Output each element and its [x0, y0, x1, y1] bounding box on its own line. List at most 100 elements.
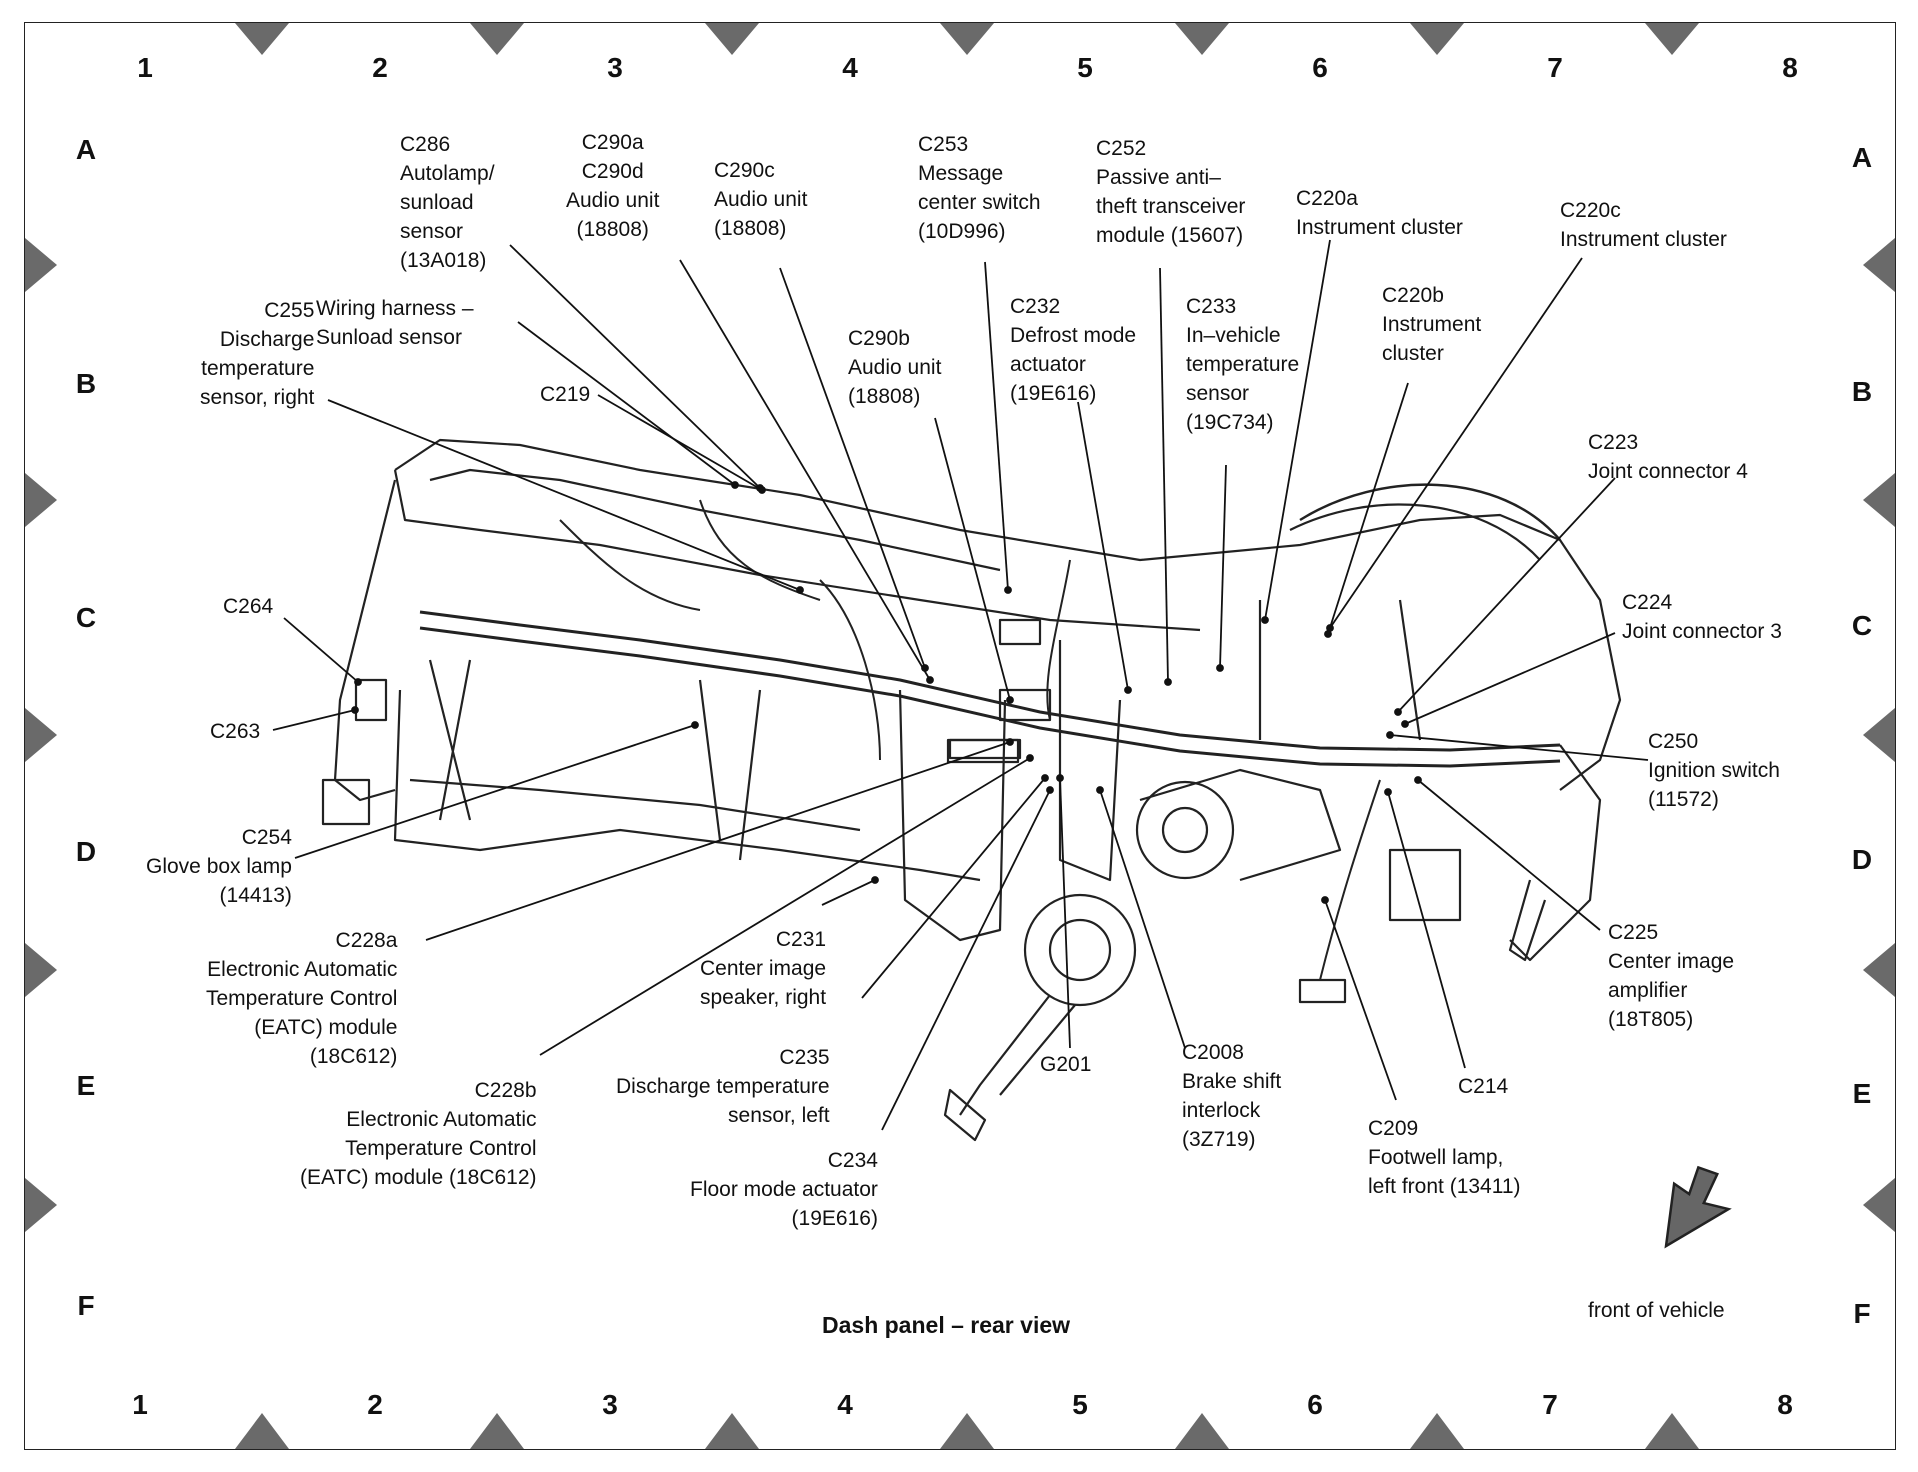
- column-label-2-top: 2: [372, 52, 388, 83]
- callout-c220a-line-1: Instrument cluster: [1296, 216, 1463, 239]
- callout-c254-line-0: C254: [241, 826, 292, 849]
- callout-c228a-line-2: Temperature Control: [206, 987, 398, 1010]
- front-of-vehicle-arrow-icon: [1664, 1165, 1732, 1249]
- diagram-frame: [24, 22, 1896, 1450]
- column-label-1-top: 1: [137, 52, 153, 83]
- marker-right-3: [1863, 943, 1895, 997]
- callout-c253-line-0: C253: [918, 133, 969, 156]
- leader-line-c233: [1219, 464, 1227, 669]
- callout-c220b-line-0: C220b: [1382, 284, 1444, 307]
- marker-top-0: [235, 23, 289, 55]
- callout-c224-line-0: C224: [1622, 591, 1673, 614]
- column-label-6-bottom: 6: [1307, 1389, 1323, 1420]
- callout-c252-line-3: module (15607): [1096, 224, 1244, 247]
- callout-c255-line-2: temperature: [201, 357, 315, 380]
- callout-c209-line-0: C209: [1368, 1117, 1419, 1140]
- leader-line-c250: [1389, 734, 1649, 761]
- leader-end-wiring: [731, 481, 739, 489]
- callout-g201-line-0: G201: [1040, 1053, 1092, 1076]
- marker-bottom-4: [1175, 1413, 1229, 1449]
- marker-left-3: [25, 943, 57, 997]
- leader-end-c264: [354, 678, 362, 686]
- callout-c286-line-2: sunload: [400, 191, 474, 214]
- callout-c235-line-0: C235: [779, 1046, 830, 1069]
- leader-end-c252: [1164, 678, 1172, 686]
- marker-bottom-1: [470, 1413, 524, 1449]
- callout-c209-line-1: Footwell lamp,: [1368, 1146, 1504, 1169]
- callout-c219-line-0: C219: [540, 383, 591, 406]
- leader-end-c225: [1414, 776, 1422, 784]
- callout-c220b-line-1: Instrument: [1382, 313, 1482, 336]
- callout-c286-line-0: C286: [400, 133, 451, 156]
- marker-right-2: [1863, 708, 1895, 762]
- callout-c253-line-3: (10D996): [918, 220, 1006, 243]
- leader-line-c220a: [1264, 239, 1331, 621]
- callout-c228a-line-1: Electronic Automatic: [207, 958, 398, 981]
- callout-c286-line-1: Autolamp/: [400, 162, 495, 185]
- row-label-F-right: F: [1853, 1298, 1871, 1329]
- leader-line-c286: [509, 244, 761, 489]
- callout-c233-line-1: In–vehicle: [1186, 324, 1281, 347]
- callout-c223-line-0: C223: [1588, 431, 1639, 454]
- callout-c225-line-2: amplifier: [1608, 979, 1688, 1002]
- callout-c231-line-0: C231: [775, 928, 827, 951]
- leader-line-c225: [1417, 779, 1601, 931]
- marker-left-2: [25, 708, 57, 762]
- leader-line-c228a: [425, 741, 1011, 941]
- callout-g201: G201: [1040, 1050, 1091, 1079]
- leader-end-c231: [871, 876, 879, 884]
- row-label-F-left: F: [77, 1290, 95, 1321]
- leader-end-c290a: [926, 676, 934, 684]
- column-label-4-bottom: 4: [837, 1389, 853, 1420]
- leader-end-c234: [1046, 786, 1054, 794]
- column-label-3-top: 3: [607, 52, 623, 83]
- callout-c228a-line-4: (18C612): [309, 1045, 398, 1068]
- column-label-7-bottom: 7: [1542, 1389, 1558, 1420]
- callout-c290b-line-0: C290b: [848, 327, 910, 350]
- row-label-E-left: E: [76, 1070, 96, 1101]
- callout-c250-line-1: Ignition switch: [1648, 759, 1780, 782]
- leader-line-c290a: [679, 259, 931, 681]
- callout-c220a-line-0: C220a: [1296, 187, 1358, 210]
- callout-c255-line-3: sensor, right: [200, 386, 315, 409]
- orientation-label: front of vehicle: [1588, 1299, 1725, 1322]
- callout-c255-line-1: Discharge: [219, 328, 315, 351]
- callout-c232-line-3: (19E616): [1010, 382, 1097, 405]
- marker-top-4: [1175, 23, 1229, 55]
- callout-c228b-line-0: C228b: [474, 1079, 537, 1102]
- callout-c214-line-0: C214: [1458, 1075, 1509, 1098]
- callout-wiring-line-1: Sunload sensor: [316, 326, 462, 349]
- callout-c232-line-2: actuator: [1010, 353, 1086, 376]
- column-label-5-top: 5: [1077, 52, 1093, 83]
- callout-c263: C263: [210, 717, 260, 746]
- callout-c220c-line-1: Instrument cluster: [1560, 228, 1727, 251]
- callout-c232-line-1: Defrost mode: [1010, 324, 1137, 347]
- callout-c235-line-2: sensor, left: [728, 1104, 830, 1127]
- column-label-5-bottom: 5: [1072, 1389, 1088, 1420]
- marker-left-4: [25, 1178, 57, 1232]
- callout-c225-line-1: Center image: [1608, 950, 1735, 973]
- marker-right-1: [1863, 473, 1895, 527]
- leader-end-c228b: [1026, 754, 1034, 762]
- column-label-4-top: 4: [842, 52, 858, 83]
- row-label-E-right: E: [1852, 1078, 1872, 1109]
- leader-line-c220b: [1327, 382, 1409, 635]
- leader-end-c254: [691, 721, 699, 729]
- callout-c225-line-3: (18T805): [1608, 1008, 1694, 1031]
- callout-c253-line-2: center switch: [918, 191, 1041, 214]
- row-label-A-right: A: [1851, 142, 1873, 173]
- callout-c264: C264: [223, 592, 273, 621]
- leader-end-c209: [1321, 896, 1329, 904]
- callout-c290c-line-0: C290c: [714, 159, 775, 182]
